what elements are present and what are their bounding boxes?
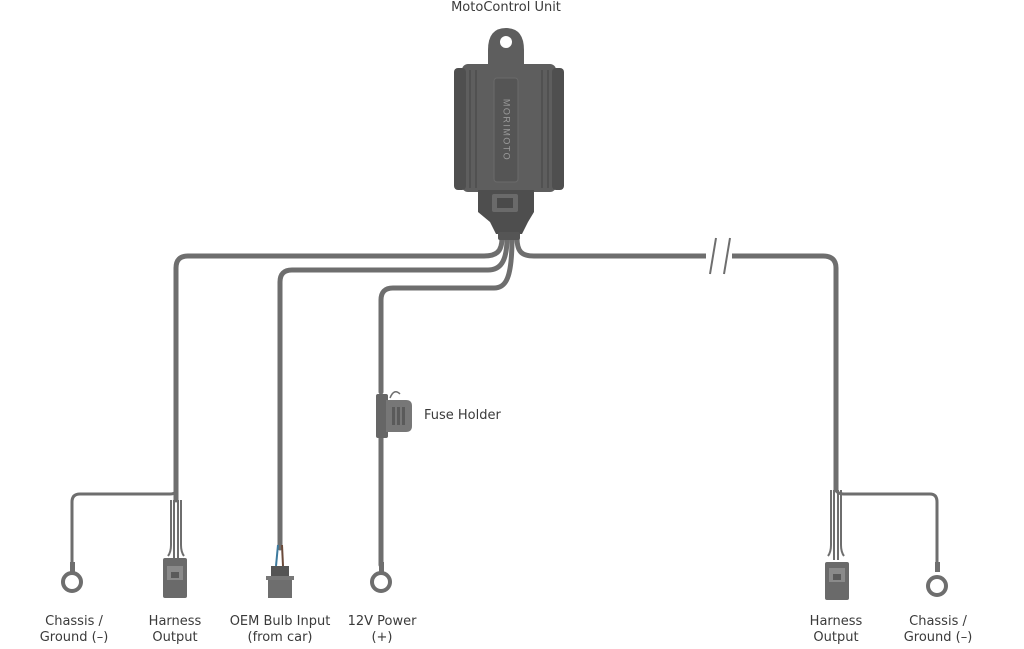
label-fuse-holder: Fuse Holder — [424, 408, 501, 423]
label-oem-bulb: OEM Bulb Input (from car) — [220, 614, 340, 646]
oem-bulb-connector — [266, 566, 294, 598]
wire-break-marker — [706, 237, 732, 275]
label-harness-right-line1: Harness — [809, 614, 863, 629]
ring-terminal-chassis-left — [61, 562, 83, 593]
label-harness-left-line1: Harness — [148, 614, 202, 629]
unit-brand-text: MORIMOTO — [502, 99, 512, 161]
label-chassis-right: Chassis / Ground (–) — [888, 614, 988, 646]
diagram-title: MotoControl Unit — [451, 0, 561, 15]
mounting-hole — [500, 36, 512, 48]
label-chassis-right-line2: Ground (–) — [903, 630, 973, 645]
label-harness-left-line2: Output — [152, 630, 198, 645]
ring-terminal-chassis-right — [926, 562, 948, 597]
label-power-line1: 12V Power — [347, 614, 417, 629]
label-harness-right-line2: Output — [813, 630, 859, 645]
harness-connector-right — [825, 562, 849, 600]
wires — [70, 235, 939, 570]
wire-harness-left — [173, 235, 505, 503]
label-chassis-left-line1: Chassis / — [45, 614, 103, 629]
label-harness-right: Harness Output — [786, 614, 886, 646]
wire-power — [378, 235, 515, 395]
label-power: 12V Power (+) — [332, 614, 432, 646]
wire-oem-bulb — [277, 235, 510, 551]
oem-bulb-wire-split — [275, 544, 284, 567]
harness-connector-left — [163, 558, 187, 598]
wire-ground-left — [70, 488, 178, 570]
label-chassis-right-line1: Chassis / — [909, 614, 967, 629]
motocontrol-unit — [454, 28, 564, 240]
label-chassis-left-line2: Ground (–) — [39, 630, 109, 645]
label-harness-left: Harness Output — [125, 614, 225, 646]
label-power-line2: (+) — [371, 630, 393, 645]
label-oem-bulb-line2: (from car) — [247, 630, 313, 645]
fuse-holder — [376, 391, 412, 438]
label-oem-bulb-line1: OEM Bulb Input — [229, 614, 331, 629]
label-chassis-left: Chassis / Ground (–) — [24, 614, 124, 646]
wire-ground-right — [834, 486, 939, 570]
harness-right-bundle — [827, 490, 845, 560]
wire-harness-right — [514, 235, 839, 493]
harness-left-bundle — [167, 500, 185, 560]
ring-terminal-power — [370, 562, 392, 593]
